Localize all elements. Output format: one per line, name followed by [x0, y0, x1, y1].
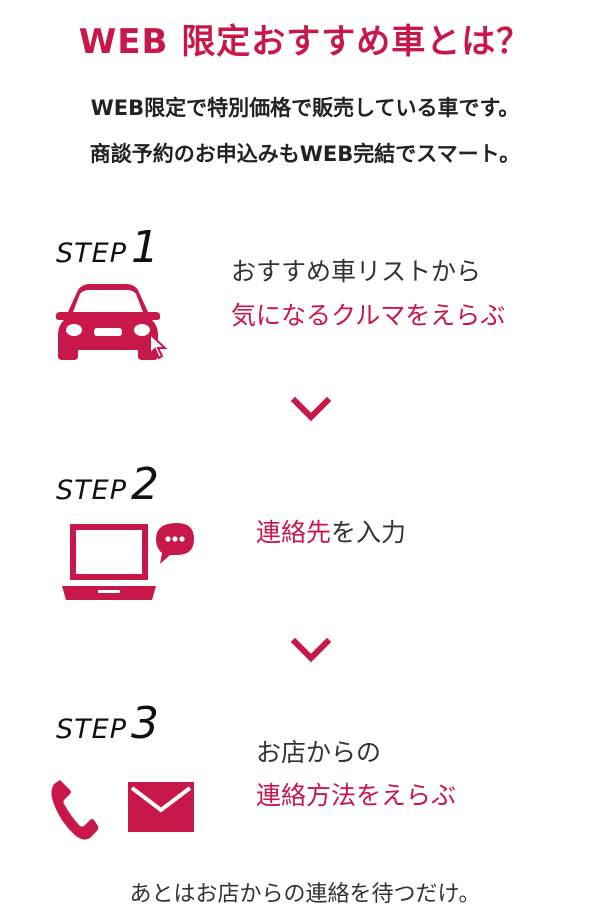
page-title: WEB 限定おすすめ車とは？: [78, 22, 532, 62]
step-word: STEP: [56, 714, 127, 745]
laptop-chat-icon: [62, 523, 194, 600]
step-3-text-2: 連絡方法をえらぶ: [256, 781, 457, 810]
intro-line-2: 商談予約のお申込みもWEB完結でスマート。: [89, 142, 521, 166]
footer-text: あとはお店からの連絡を待つだけ。: [129, 882, 481, 907]
phone-icon: [51, 780, 99, 840]
car-icon: [56, 284, 168, 360]
step-2-highlight: 連絡先: [256, 518, 332, 547]
chevron-down-icon: [291, 637, 331, 663]
mail-icon: [128, 782, 194, 832]
chevron-down-icon: [291, 396, 331, 422]
step-2-text: 連絡先を入力: [256, 513, 406, 549]
intro-line-1: WEB限定で特別価格で販売している車です。: [90, 96, 520, 120]
step-word: STEP: [56, 238, 127, 269]
step-2-label: STEP2: [56, 459, 159, 510]
step-2-rest: を入力: [331, 518, 407, 547]
step-1-text-1: おすすめ車リストから: [231, 257, 482, 286]
step-number: 3: [130, 698, 159, 749]
step-3-label: STEP3: [56, 698, 159, 749]
step-word: STEP: [56, 475, 127, 506]
step-number: 2: [130, 459, 159, 510]
step-3-text-1: お店からの: [256, 738, 382, 767]
step-number: 1: [130, 222, 159, 273]
step-1-text-2: 気になるクルマをえらぶ: [231, 301, 506, 330]
step-1-label: STEP1: [56, 222, 159, 273]
